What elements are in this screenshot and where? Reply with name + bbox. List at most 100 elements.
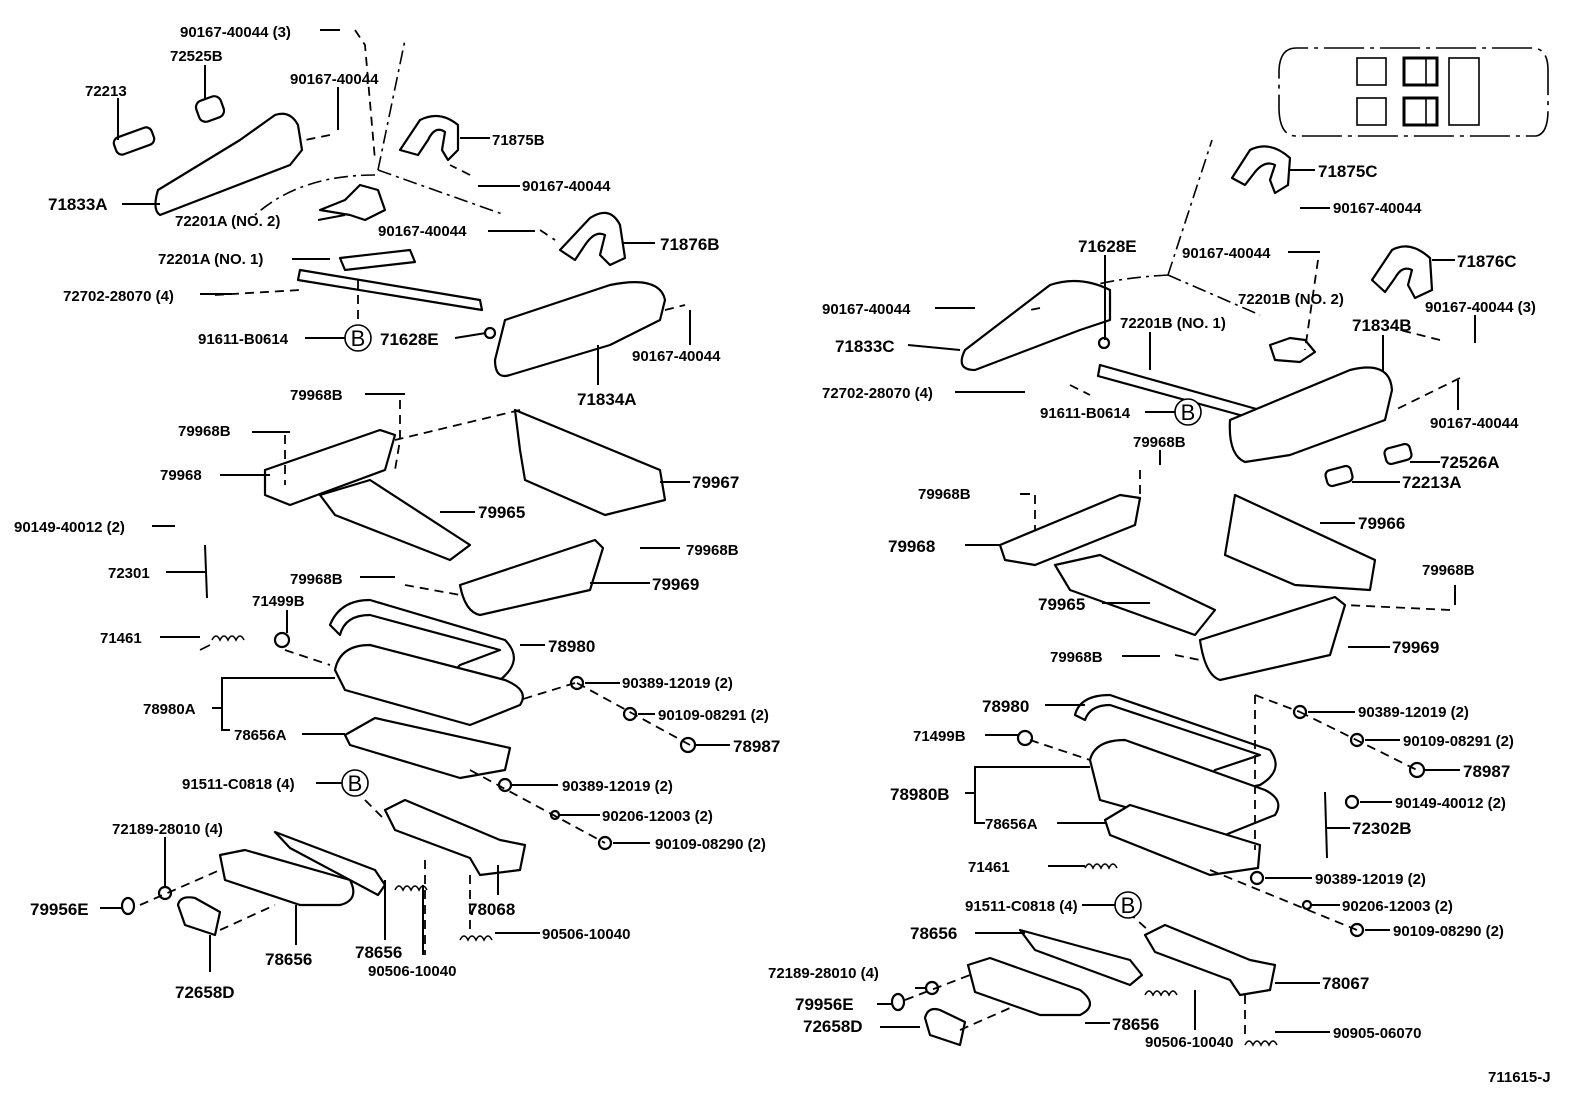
label-78656-a[interactable]: 78656	[265, 950, 312, 969]
label-r-79968B-d[interactable]: 79968B	[1050, 649, 1103, 666]
label-90149-40012[interactable]: 90149-40012 (2)	[14, 519, 125, 536]
label-r-72702-28070[interactable]: 72702-28070 (4)	[822, 385, 933, 402]
label-r-78980[interactable]: 78980	[982, 697, 1029, 716]
label-72189-28010[interactable]: 72189-28010 (4)	[112, 821, 223, 838]
label-72201A-no2[interactable]: 72201A (NO. 2)	[175, 213, 280, 230]
label-79966[interactable]: 79966	[1358, 514, 1405, 533]
label-72525B[interactable]: 72525B	[170, 48, 223, 65]
label-90109-08291[interactable]: 90109-08291 (2)	[658, 707, 769, 724]
label-r-79968[interactable]: 79968	[888, 537, 935, 556]
label-r-91611-B0614[interactable]: 91611-B0614	[1040, 405, 1131, 422]
label-90389-12019-a[interactable]: 90389-12019 (2)	[622, 675, 733, 692]
labels-right: 71875C 90167-40044 71628E 90167-40044 71…	[768, 162, 1536, 1051]
label-78980A[interactable]: 78980A	[143, 701, 196, 718]
label-79968B-d[interactable]: 79968B	[290, 571, 343, 588]
label-r-90109-08290[interactable]: 90109-08290 (2)	[1393, 923, 1504, 940]
label-78067[interactable]: 78067	[1322, 974, 1369, 993]
label-r-90149-40012[interactable]: 90149-40012 (2)	[1395, 795, 1506, 812]
part-72201B-no2	[1268, 336, 1317, 364]
svg-text:B: B	[351, 326, 366, 351]
label-71628E[interactable]: 71628E	[380, 330, 439, 349]
label-r-90389-12019-a[interactable]: 90389-12019 (2)	[1358, 704, 1469, 721]
label-91511-C0818[interactable]: 91511-C0818 (4)	[182, 776, 295, 793]
label-r-78656-a[interactable]: 78656	[910, 924, 957, 943]
label-71833A[interactable]: 71833A	[48, 195, 108, 214]
label-79968B-a[interactable]: 79968B	[290, 387, 343, 404]
label-72302B[interactable]: 72302B	[1352, 819, 1412, 838]
label-78980[interactable]: 78980	[548, 637, 595, 656]
label-r-79968B-c[interactable]: 79968B	[1422, 562, 1475, 579]
label-71834A[interactable]: 71834A	[577, 390, 637, 409]
label-71876C[interactable]: 71876C	[1457, 252, 1517, 271]
label-r-90167-40044-a[interactable]: 90167-40044	[1333, 200, 1422, 217]
part-78980A	[333, 643, 524, 727]
label-90905-06070[interactable]: 90905-06070	[1333, 1025, 1421, 1042]
label-71875C[interactable]: 71875C	[1318, 162, 1378, 181]
label-78987[interactable]: 78987	[733, 737, 780, 756]
label-r-90109-08291[interactable]: 90109-08291 (2)	[1403, 733, 1514, 750]
label-r-90167-40044-c[interactable]: 90167-40044	[822, 301, 911, 318]
part-78656-rail	[273, 830, 387, 897]
label-90109-08290[interactable]: 90109-08290 (2)	[655, 836, 766, 853]
label-78656-b[interactable]: 78656	[355, 943, 402, 962]
label-72526A[interactable]: 72526A	[1440, 453, 1500, 472]
label-r-72658D[interactable]: 72658D	[803, 1017, 863, 1036]
label-90389-12019-b[interactable]: 90389-12019 (2)	[562, 778, 673, 795]
label-78980B[interactable]: 78980B	[890, 785, 950, 804]
label-79968[interactable]: 79968	[160, 467, 202, 484]
label-71499B[interactable]: 71499B	[252, 593, 305, 610]
label-79968B-c[interactable]: 79968B	[686, 542, 739, 559]
label-r-90389-12019-b[interactable]: 90389-12019 (2)	[1315, 871, 1426, 888]
label-r-72189-28010[interactable]: 72189-28010 (4)	[768, 965, 879, 982]
label-79968B-b[interactable]: 79968B	[178, 423, 231, 440]
label-71875B[interactable]: 71875B	[492, 132, 545, 149]
label-90206-12003[interactable]: 90206-12003 (2)	[602, 808, 713, 825]
label-r-79965[interactable]: 79965	[1038, 595, 1085, 614]
label-72201B-no2[interactable]: 72201B (NO. 2)	[1238, 291, 1344, 308]
label-r-79969[interactable]: 79969	[1392, 638, 1439, 657]
label-90167-40044-b[interactable]: 90167-40044	[522, 178, 611, 195]
label-90506-10040-a[interactable]: 90506-10040	[368, 963, 456, 980]
label-72702-28070[interactable]: 72702-28070 (4)	[63, 288, 174, 305]
part-90506-10040-b	[459, 935, 493, 942]
label-r-79968B-b[interactable]: 79968B	[918, 486, 971, 503]
label-79965[interactable]: 79965	[478, 503, 525, 522]
label-r-90206-12003[interactable]: 90206-12003 (2)	[1342, 898, 1453, 915]
label-r-78656A[interactable]: 78656A	[985, 816, 1038, 833]
label-r-90506-10040[interactable]: 90506-10040	[1145, 1034, 1233, 1051]
label-90167-40044-c[interactable]: 90167-40044	[378, 223, 467, 240]
label-78656A[interactable]: 78656A	[234, 727, 287, 744]
part-72526A	[1383, 442, 1413, 466]
label-72213[interactable]: 72213	[85, 83, 127, 100]
part-71461	[199, 635, 245, 651]
label-90167-40044-3[interactable]: 90167-40044 (3)	[180, 24, 291, 41]
label-72213A[interactable]: 72213A	[1402, 473, 1462, 492]
label-72301[interactable]: 72301	[108, 565, 150, 582]
label-r-78656-b[interactable]: 78656	[1112, 1015, 1159, 1034]
label-72658D[interactable]: 72658D	[175, 983, 235, 1002]
label-90167-40044-d[interactable]: 90167-40044	[632, 348, 721, 365]
label-r-71628E[interactable]: 71628E	[1078, 237, 1137, 256]
label-91611-B0614[interactable]: 91611-B0614	[198, 331, 289, 348]
label-72201A-no1[interactable]: 72201A (NO. 1)	[158, 251, 263, 268]
label-r-71461[interactable]: 71461	[968, 859, 1010, 876]
label-r-79968B-a[interactable]: 79968B	[1133, 434, 1186, 451]
label-79956E[interactable]: 79956E	[30, 900, 89, 919]
label-78068[interactable]: 78068	[468, 900, 515, 919]
label-72201B-no1[interactable]: 72201B (NO. 1)	[1120, 315, 1226, 332]
label-r-91511-C0818[interactable]: 91511-C0818 (4)	[965, 898, 1078, 915]
label-71461[interactable]: 71461	[100, 630, 142, 647]
label-79969[interactable]: 79969	[652, 575, 699, 594]
label-71876B[interactable]: 71876B	[660, 235, 720, 254]
label-r-79956E[interactable]: 79956E	[795, 995, 854, 1014]
label-r-90167-40044-3[interactable]: 90167-40044 (3)	[1425, 299, 1536, 316]
label-r-78987[interactable]: 78987	[1463, 762, 1510, 781]
label-r-71499B[interactable]: 71499B	[913, 728, 966, 745]
label-90506-10040-b[interactable]: 90506-10040	[542, 926, 630, 943]
label-r-90167-40044-d[interactable]: 90167-40044	[1430, 415, 1519, 432]
label-71833C[interactable]: 71833C	[835, 337, 895, 356]
label-90167-40044-a[interactable]: 90167-40044	[290, 71, 379, 88]
label-79967[interactable]: 79967	[692, 473, 739, 492]
label-r-90167-40044-b[interactable]: 90167-40044	[1182, 245, 1271, 262]
label-71834B[interactable]: 71834B	[1352, 316, 1412, 335]
